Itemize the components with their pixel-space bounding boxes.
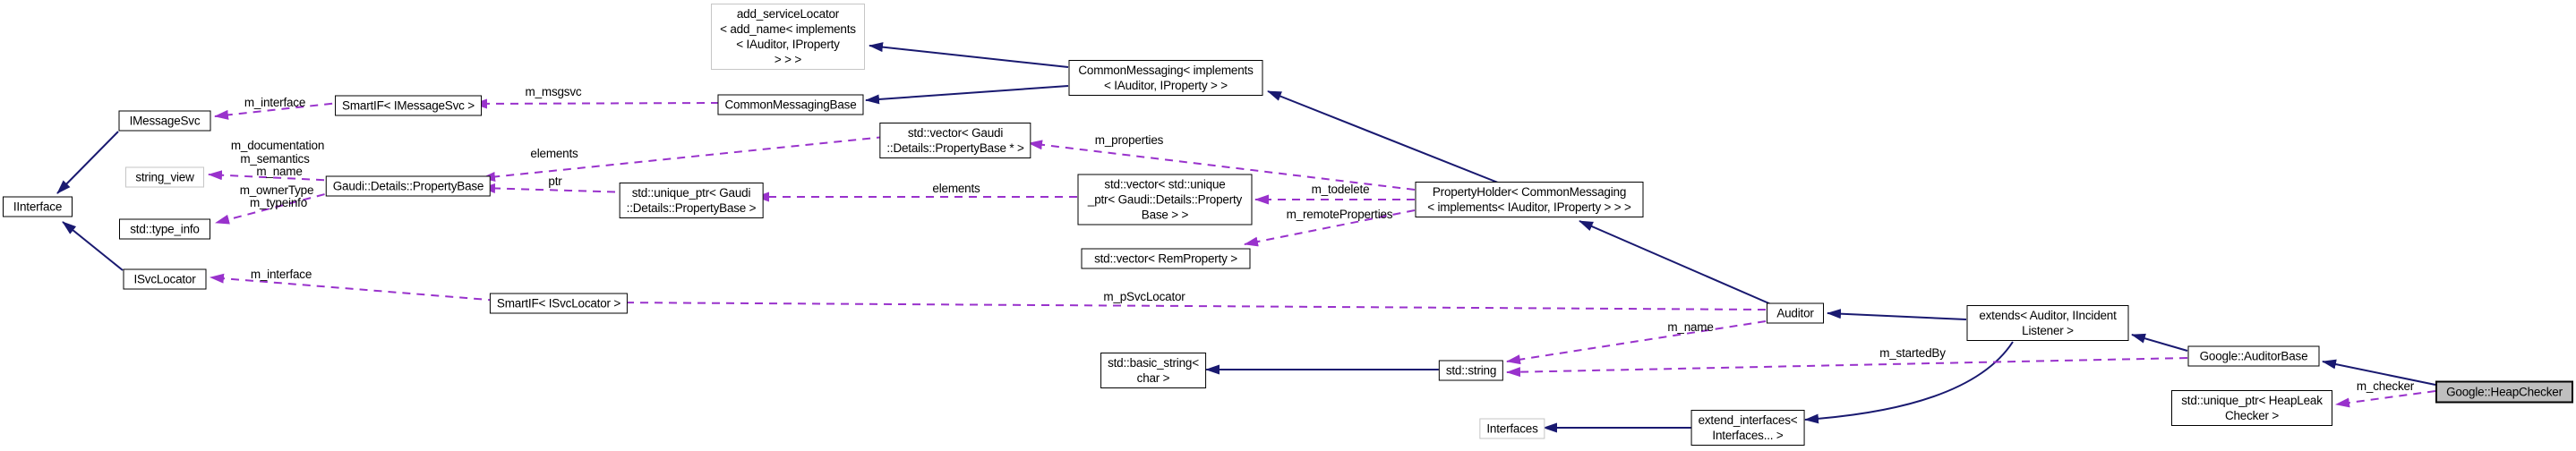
edge-commonmessagingbase-to-smartifmsgsvc: [473, 98, 720, 109]
edge-heapchecker-to-auditorbase: [2322, 359, 2436, 386]
node-std-string[interactable]: std::string: [1438, 360, 1504, 381]
node-commonmessaging[interactable]: CommonMessaging< implements < IAuditor, …: [1068, 60, 1263, 96]
edge-propertybase-to-typeinfo: [215, 190, 339, 225]
edge-propertyholder-to-vectorpb: [1028, 140, 1416, 191]
edge-auditor-to-smartifisvc: [609, 297, 1767, 311]
node-string-view: string_view: [125, 166, 204, 188]
edge-heapchecker-to-uniqueheapleak: [2335, 390, 2436, 408]
edge-label-m-psvclocator: m_pSvcLocator: [1103, 290, 1185, 303]
edge-label-m-msgsvc: m_msgsvc: [525, 85, 582, 98]
edge-smartifisvc-to-isvclocator: [210, 273, 511, 302]
edge-label-m-interface-msgsvc: m_interface: [244, 96, 306, 109]
edge-auditor-to-stdstring: [1506, 320, 1767, 365]
edge-label-m-ownertype: m_ownerType: [239, 183, 314, 197]
node-type-info[interactable]: std::type_info: [119, 218, 210, 240]
node-vector-unique-ptr[interactable]: std::vector< std::unique _ptr< Gaudi::De…: [1077, 174, 1253, 226]
node-vector-propertybase-ptr[interactable]: std::vector< Gaudi ::Details::PropertyBa…: [879, 123, 1031, 158]
node-extend-interfaces[interactable]: extend_interfaces< Interfaces... >: [1690, 410, 1805, 446]
edge-label-m-documentation: m_documentation: [230, 139, 325, 152]
edge-label-m-name-property: m_name: [256, 165, 303, 178]
node-unique-ptr-heapleak[interactable]: std::unique_ptr< HeapLeak Checker >: [2171, 390, 2332, 426]
edge-smartifmsgsvc-to-imessagesvc: [214, 101, 347, 120]
edge-auditorbase-to-stdstring: [1506, 357, 2188, 378]
edge-label-m-todelete: m_todelete: [1311, 183, 1370, 196]
node-propertyholder[interactable]: PropertyHolder< CommonMessaging < implem…: [1415, 182, 1644, 217]
edge-extends-to-auditor: [1827, 309, 1967, 320]
edge-propertyholder-to-commonmessaging: [1267, 90, 1499, 183]
node-iinterface[interactable]: IInterface: [3, 196, 73, 217]
edge-extends-to-extendinterfaces: [1804, 341, 2014, 424]
edge-label-elements-unique: elements: [932, 182, 980, 195]
edge-label-elements-vector: elements: [530, 147, 578, 160]
node-basic-string[interactable]: std::basic_string< char >: [1100, 353, 1206, 388]
node-commonmessagingbase[interactable]: CommonMessagingBase: [717, 94, 864, 115]
edge-commonmessaging-to-commonmessagingbase: [865, 85, 1069, 105]
edge-label-m-semantics: m_semantics: [240, 152, 310, 166]
edge-label-m-checker: m_checker: [2356, 379, 2415, 393]
node-auditor[interactable]: Auditor: [1767, 302, 1824, 324]
edge-propertyholder-to-vectorrem: [1244, 209, 1416, 247]
edge-commonmessaging-to-addservicelocator: [869, 42, 1069, 68]
node-extends[interactable]: extends< Auditor, IIncident Listener >: [1966, 305, 2129, 341]
edge-propertybase-to-stringview: [208, 170, 339, 182]
edge-isvclocator-to-iinterface: [62, 221, 124, 271]
node-isvclocator[interactable]: ISvcLocator: [123, 268, 207, 290]
node-unique-ptr-propertybase[interactable]: std::unique_ptr< Gaudi ::Details::Proper…: [619, 183, 764, 218]
edge-label-m-name-auditor: m_name: [1667, 320, 1714, 334]
node-add-servicelocator: add_serviceLocator < add_name< implement…: [711, 4, 865, 70]
edge-label-m-remoteproperties: m_remoteProperties: [1286, 208, 1393, 221]
edge-imessagesvc-to-iinterface: [56, 131, 119, 194]
node-smartif-isvclocator[interactable]: SmartIF< ISvcLocator >: [489, 293, 629, 314]
node-imessagesvc[interactable]: IMessageSvc: [118, 110, 211, 132]
edge-label-m-startedby: m_startedBy: [1879, 346, 1946, 360]
node-vector-remproperty[interactable]: std::vector< RemProperty >: [1081, 248, 1251, 269]
node-smartif-imessagesvc[interactable]: SmartIF< IMessageSvc >: [335, 95, 482, 116]
node-heapchecker: Google::HeapChecker: [2435, 380, 2573, 404]
node-interfaces: Interfaces: [1479, 418, 1545, 439]
node-auditorbase[interactable]: Google::AuditorBase: [2187, 345, 2320, 367]
edge-uniqueptr-to-propertybase: [481, 183, 630, 193]
edge-vectorpb-to-propertybase: [481, 136, 886, 182]
node-propertybase[interactable]: Gaudi::Details::PropertyBase: [325, 175, 492, 197]
edge-label-ptr: ptr: [548, 174, 562, 188]
edge-auditor-to-propertyholder: [1579, 220, 1772, 305]
edge-auditorbase-to-extends: [2131, 333, 2188, 352]
edge-label-m-properties: m_properties: [1094, 133, 1164, 147]
edge-label-m-interface-svclocator: m_interface: [250, 268, 312, 281]
edge-label-m-typeinfo: m_typeinfo: [249, 196, 308, 209]
